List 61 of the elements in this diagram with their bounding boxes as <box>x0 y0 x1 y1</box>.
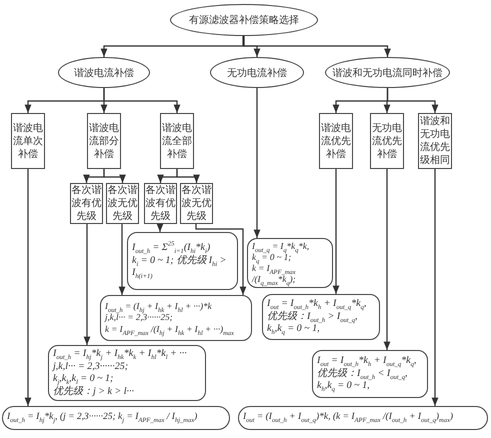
formula-text: I$_{out}$ = I$_{out_h}$*k$_{h}$ + I$_{out_q}$*k$_{q}$, <box>267 298 366 311</box>
arrow <box>332 169 340 294</box>
formula-text: j,k,l··· = 2,3······25; <box>53 360 128 373</box>
arrow <box>118 224 126 295</box>
node-label: 无功电流优先补偿 <box>371 122 403 160</box>
formula-text: I$_{out_h}$ = I$_{hj}$*k$_{j}$, (j = 2,3······25; k$_{j}$ = I$_{APF_max}$ / I$_{hj_max}$) <box>7 412 198 424</box>
formula-text: I$_{out_h}$ = Σ$^{25}$$_{i=1}$(I$_{hi}$*k$_{i}$) <box>132 242 210 255</box>
formula-box <box>100 295 252 341</box>
node-label: 谐波电流全部补偿 <box>161 122 193 160</box>
formula-text: I$_{out}$ = (I$_{out_h}$ + I$_{out_q}$)*k, (k = I$_{APF_max}$ /(I$_{out_h}$ + I$_{out_q}$)$_{max}$) <box>243 412 454 424</box>
arrow <box>156 224 164 232</box>
formula-box <box>48 345 206 401</box>
arrow <box>432 169 438 406</box>
formula-text: j,k,l··· = 2,3······25; <box>105 312 173 324</box>
node-label: 谐波电流补偿 <box>74 66 134 80</box>
formula-text: 优先级：j > k > l··· <box>53 386 134 398</box>
node-label: 各次谐波有优先级 <box>145 184 176 223</box>
arrow <box>103 169 126 183</box>
arrow <box>195 224 246 295</box>
process-box <box>87 113 121 169</box>
formula-box <box>247 238 333 288</box>
process-box <box>11 113 45 169</box>
formula-text: k$_{j}$,k$_{k}$,k$_{l}$ = 0 ~ 1; <box>53 373 114 386</box>
formula-box <box>127 232 238 290</box>
formula-text: k = I$_{APF_max}$ /(I$_{q_max}$*k$_{q}$); <box>252 263 297 286</box>
arrow <box>254 88 260 238</box>
formula-text: I$_{out_h}$ = (I$_{hj}$ + I$_{hk}$ + I$_{hl}$ + ···)*k <box>105 301 212 312</box>
formula-text: 优先级：I$_{out_h}$ < I$_{out_q}$, <box>317 368 408 380</box>
formula-box <box>2 406 230 430</box>
formula-box <box>262 294 380 340</box>
formula-text: I$_{out_h}$ = I$_{hj}$*k$_{j}$ + I$_{hk}$*k$_{k}$ + I$_{hl}$*k$_{l}$ + ··· <box>53 348 187 360</box>
arrow <box>384 169 390 350</box>
formula-box <box>312 350 428 398</box>
formula-text: I$_{out}$ = I$_{out_h}$*k$_{h}$ + I$_{out_q}$*k$_{q}$, <box>317 355 416 368</box>
formula-text: k$_{i}$ = 0 ~ 1; 优先级 I$_{hi}$ > I$_{h(i+1)}$ <box>132 254 228 280</box>
formula-box <box>238 406 488 430</box>
arrow <box>242 36 260 57</box>
arrow <box>176 169 200 183</box>
process-box <box>319 113 353 169</box>
formula-text: k$_{h}$,k$_{q}$ = 0 ~ 1, <box>317 380 370 393</box>
formula-text: k$_{h}$,k$_{q}$ = 0 ~ 1, <box>267 323 320 336</box>
node-label: 谐波电流单次补偿 <box>12 122 44 160</box>
formula-text: I$_{out_q}$ = I$_{q}$*k$_{q}$*k, <box>252 240 310 252</box>
node-label: 谐波和无功电流优先级相同 <box>419 115 451 167</box>
arrow <box>243 36 391 57</box>
node-label: 谐波和无功电流同时补偿 <box>332 66 442 80</box>
formula-text: k = I$_{APF_max}$ /(I$_{hj}$ + I$_{hk}$ + I$_{hl}$ + ···)$_{max}$ <box>105 324 234 335</box>
arrow <box>24 169 32 406</box>
formula-text: 优先级：I$_{out_h}$ > I$_{out_q}$, <box>267 310 358 324</box>
arrow <box>386 88 438 113</box>
node-label: 各次谐波有优先级 <box>71 184 102 223</box>
node-label: 谐波电流优先补偿 <box>320 122 352 160</box>
node-label: 谐波电流部分补偿 <box>88 122 120 160</box>
node-label: 有源滤波器补偿策略选择 <box>189 14 299 27</box>
node-label: 各次谐波无优先级 <box>107 184 138 223</box>
node-label: 各次谐波无优先级 <box>181 184 212 223</box>
arrow <box>103 88 180 113</box>
process-box <box>160 113 194 169</box>
arrow <box>84 224 90 345</box>
node-label: 无功电流补偿 <box>227 66 287 80</box>
process-box <box>370 113 404 169</box>
